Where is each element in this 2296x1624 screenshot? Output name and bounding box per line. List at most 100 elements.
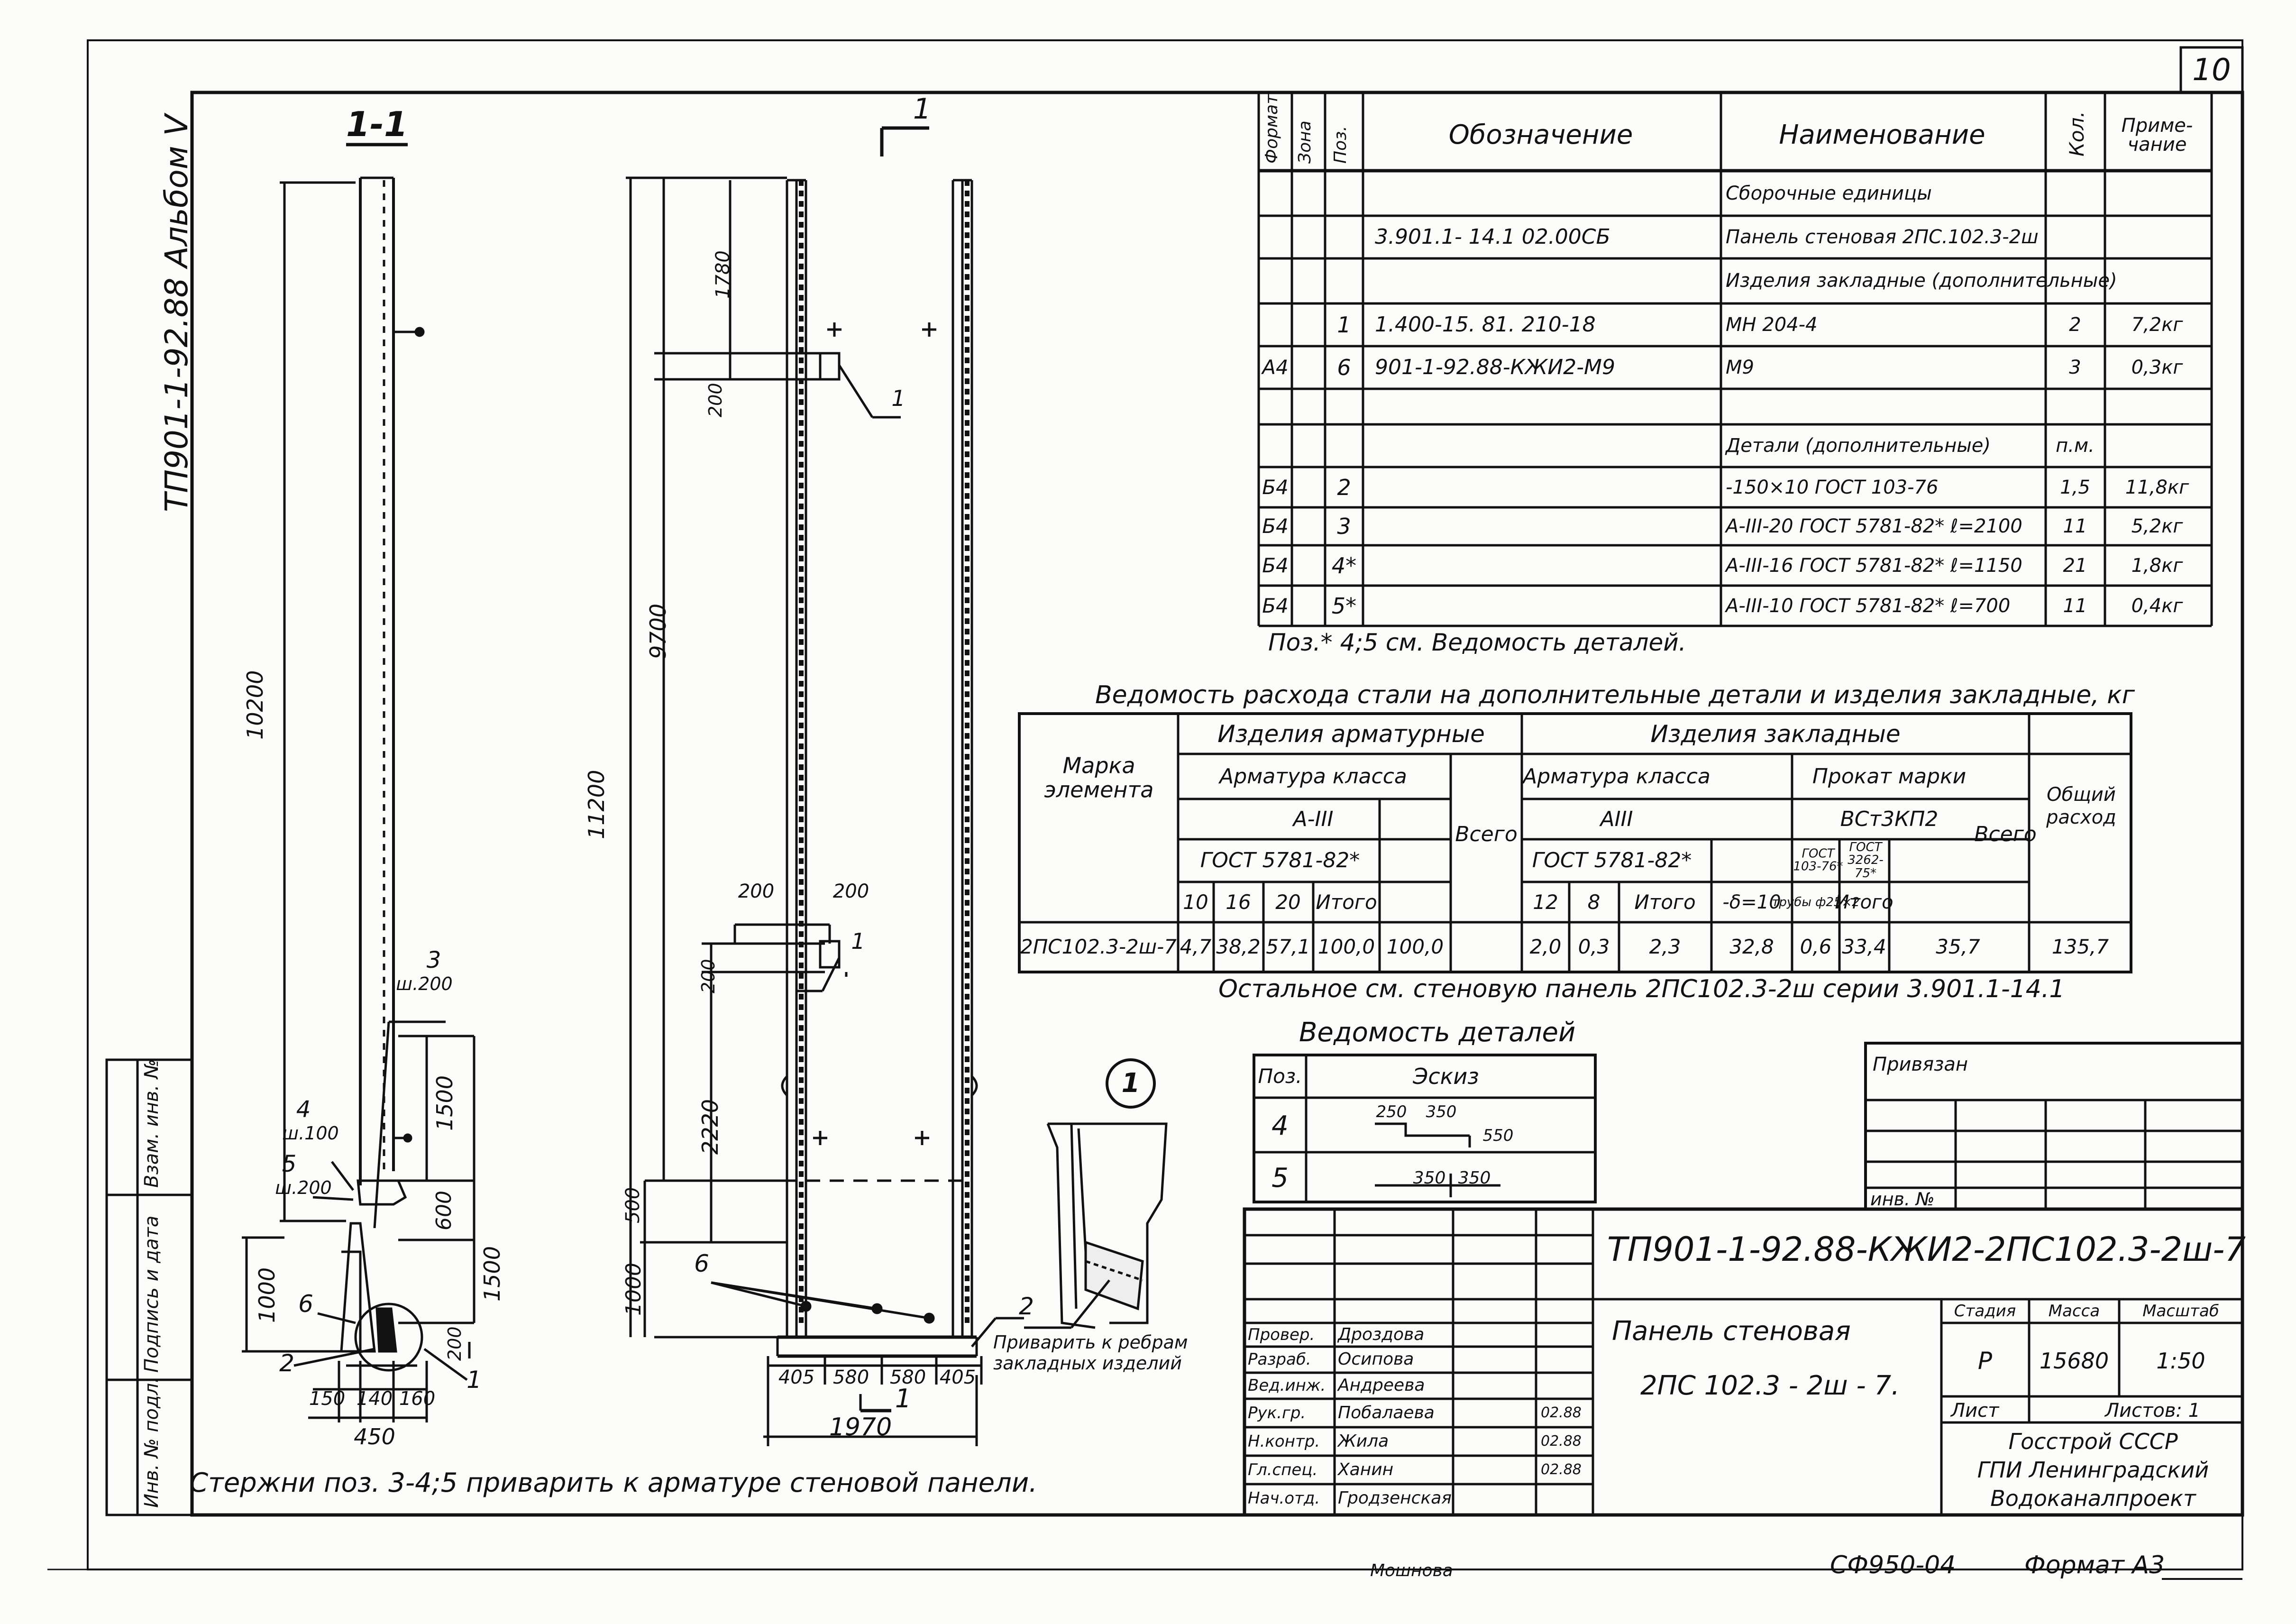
dim-200-right: 200	[832, 881, 869, 902]
dim-10200: 10200	[242, 670, 268, 740]
title-org-1: Госстрой СССР	[2008, 1429, 2178, 1454]
weld-note: Приварить к ребрам закладных изделий	[993, 1332, 1188, 1374]
spec-row-qty: 11	[2063, 595, 2087, 617]
dim-11200: 11200	[584, 770, 609, 839]
dim-160: 160	[399, 1388, 436, 1410]
dim-200-mid: 200	[698, 959, 719, 993]
steel-note: Остальное см. стеновую панель 2ПС102.3-2…	[1218, 975, 2065, 1003]
title-person: Побалаева	[1338, 1403, 1435, 1422]
spec-row-format: А4	[1262, 356, 1289, 379]
spec-row-designation: 1.400-15. 81. 210-18	[1375, 312, 1596, 337]
steel-table-grid	[1018, 712, 2132, 973]
spec-h-designation: Обозначение	[1448, 119, 1633, 150]
elev-callout-1-top: 1	[891, 385, 906, 411]
spec-row-name: Панель стеновая 2ПС.102.3-2ш	[1726, 226, 2039, 248]
spec-row-pos: 5*	[1331, 593, 1357, 619]
title-person: Андреева	[1338, 1376, 1425, 1395]
dim-200-top: 200	[705, 383, 726, 417]
title-mass-label: Масса	[2048, 1302, 2100, 1321]
parts-row-pos-4: 4	[1271, 1110, 1289, 1141]
title-block-grid	[1243, 1207, 2244, 1517]
spec-row-name: Детали (дополнительные)	[1726, 435, 1991, 457]
steel-h-total-b: Всего	[1974, 822, 2037, 846]
spec-row-name: -150×10 ГОСТ 103-76	[1726, 477, 1939, 498]
spec-row-name: А-III-16 ГОСТ 5781-82* ℓ=1150	[1726, 555, 2022, 577]
steel-sub-b: Итого	[1634, 890, 1696, 914]
steel-sub-c: трубы ф25×2	[1772, 895, 1860, 909]
title-stage-label: Стадия	[1954, 1302, 2016, 1321]
steel-h-embedded: Изделия закладные	[1650, 720, 1901, 748]
cut-mark-top: 1	[913, 92, 932, 126]
steel-h-reinf: Изделия арматурные	[1217, 720, 1485, 748]
stamp-inv-podl: Инв. № подл.	[141, 1377, 163, 1508]
steel-sub-a: 16	[1226, 890, 1251, 914]
steel-sub-a: 20	[1275, 890, 1301, 914]
bottom-code: СФ950-04	[1830, 1551, 1956, 1579]
title-org-2: ГПИ Ленинградский	[1977, 1457, 2209, 1483]
callout-pos-5: 5	[282, 1151, 297, 1177]
dim-1000-elev: 1000	[622, 1263, 646, 1316]
callout-note-5: ш.200	[275, 1177, 332, 1198]
parts-h-sketch: Эскиз	[1413, 1064, 1479, 1089]
steel-cell: 38,2	[1216, 935, 1261, 958]
title-date: 02.88	[1541, 1461, 1582, 1478]
steel-cell: 33,4	[1842, 935, 1886, 958]
dim-200: 200	[444, 1326, 465, 1361]
dim-600: 600	[432, 1191, 456, 1230]
parts-dim-350-a: 350	[1426, 1102, 1457, 1121]
spec-h-format: Формат	[1262, 94, 1281, 164]
detail-label: 1	[1121, 1068, 1140, 1099]
steel-sub-c: -δ=10	[1722, 891, 1781, 913]
bottom-format: Формат А3	[2024, 1551, 2165, 1579]
spec-h-pos: Поз.	[1331, 126, 1350, 164]
spec-row-name: М9	[1726, 357, 1754, 378]
callout-pos-2: 2	[279, 1349, 294, 1377]
steel-cell: 0,6	[1800, 935, 1832, 958]
spec-row-name: А-III-10 ГОСТ 5781-82* ℓ=700	[1726, 595, 2011, 617]
dim-1970: 1970	[829, 1413, 892, 1441]
binding-inv: инв. №	[1870, 1189, 1935, 1210]
dim-200-left: 200	[738, 881, 775, 902]
steel-cell: 100,0	[1317, 935, 1375, 958]
steel-h-gost-a3: ГОСТ 5781-82*	[1200, 848, 1360, 872]
steel-table-title: Ведомость расхода стали на дополнительны…	[1095, 681, 2135, 709]
spec-row-qty: 21	[2063, 555, 2087, 577]
parts-h-pos: Поз.	[1258, 1064, 1302, 1088]
steel-h-gost3262: ГОСТ 3262-75*	[1848, 840, 1884, 881]
bottom-stamp: Мошнова	[1370, 1561, 1453, 1580]
title-name-2: 2ПС 102.3 - 2ш - 7.	[1640, 1370, 1900, 1401]
title-role: Н.контр.	[1248, 1432, 1320, 1451]
steel-sub-c: Итого	[1835, 891, 1894, 913]
steel-sub-a: Итого	[1316, 890, 1377, 914]
title-person: Осипова	[1338, 1349, 1414, 1369]
title-role: Нач.отд.	[1248, 1489, 1320, 1508]
steel-cell: 100,0	[1386, 935, 1444, 958]
spec-h-note: Приме-чание	[2121, 115, 2193, 156]
steel-sub-b: 12	[1533, 890, 1558, 914]
spec-row-qty: 1,5	[2060, 477, 2090, 498]
steel-cell: 0,3	[1578, 935, 1610, 958]
steel-h-gost103: ГОСТ 103-76*	[1793, 846, 1843, 874]
callout-note-3: ш.200	[396, 973, 453, 994]
dim-1500-a: 1500	[432, 1075, 457, 1131]
spec-row-name: А-III-20 ГОСТ 5781-82* ℓ=2100	[1726, 515, 2022, 537]
spec-h-zone: Зона	[1295, 120, 1315, 164]
detail-1	[1024, 1058, 1168, 1329]
parts-row-pos-5: 5	[1271, 1163, 1289, 1193]
dim-1000: 1000	[254, 1267, 280, 1323]
title-role: Вед.инж.	[1248, 1376, 1326, 1395]
parts-dim-350-b: 350	[1413, 1168, 1446, 1188]
title-person: Гродзенская	[1338, 1488, 1452, 1508]
spec-row-note: 0,4кг	[2131, 595, 2183, 617]
dim-500: 500	[622, 1187, 644, 1223]
spec-row-pos: 2	[1337, 475, 1351, 500]
steel-h-mark: Марка элемента	[1044, 752, 1154, 802]
steel-cell: 135,7	[2051, 935, 2109, 958]
stamp-signature-date: Подпись и дата	[141, 1215, 163, 1373]
spec-row-name: МН 204-4	[1726, 314, 1818, 336]
title-sheet-label: Лист	[1951, 1400, 1999, 1422]
parts-table-grid	[1253, 1054, 1597, 1203]
title-name-1: Панель стеновая	[1612, 1316, 1851, 1347]
binding-grid	[1864, 1042, 2244, 1211]
